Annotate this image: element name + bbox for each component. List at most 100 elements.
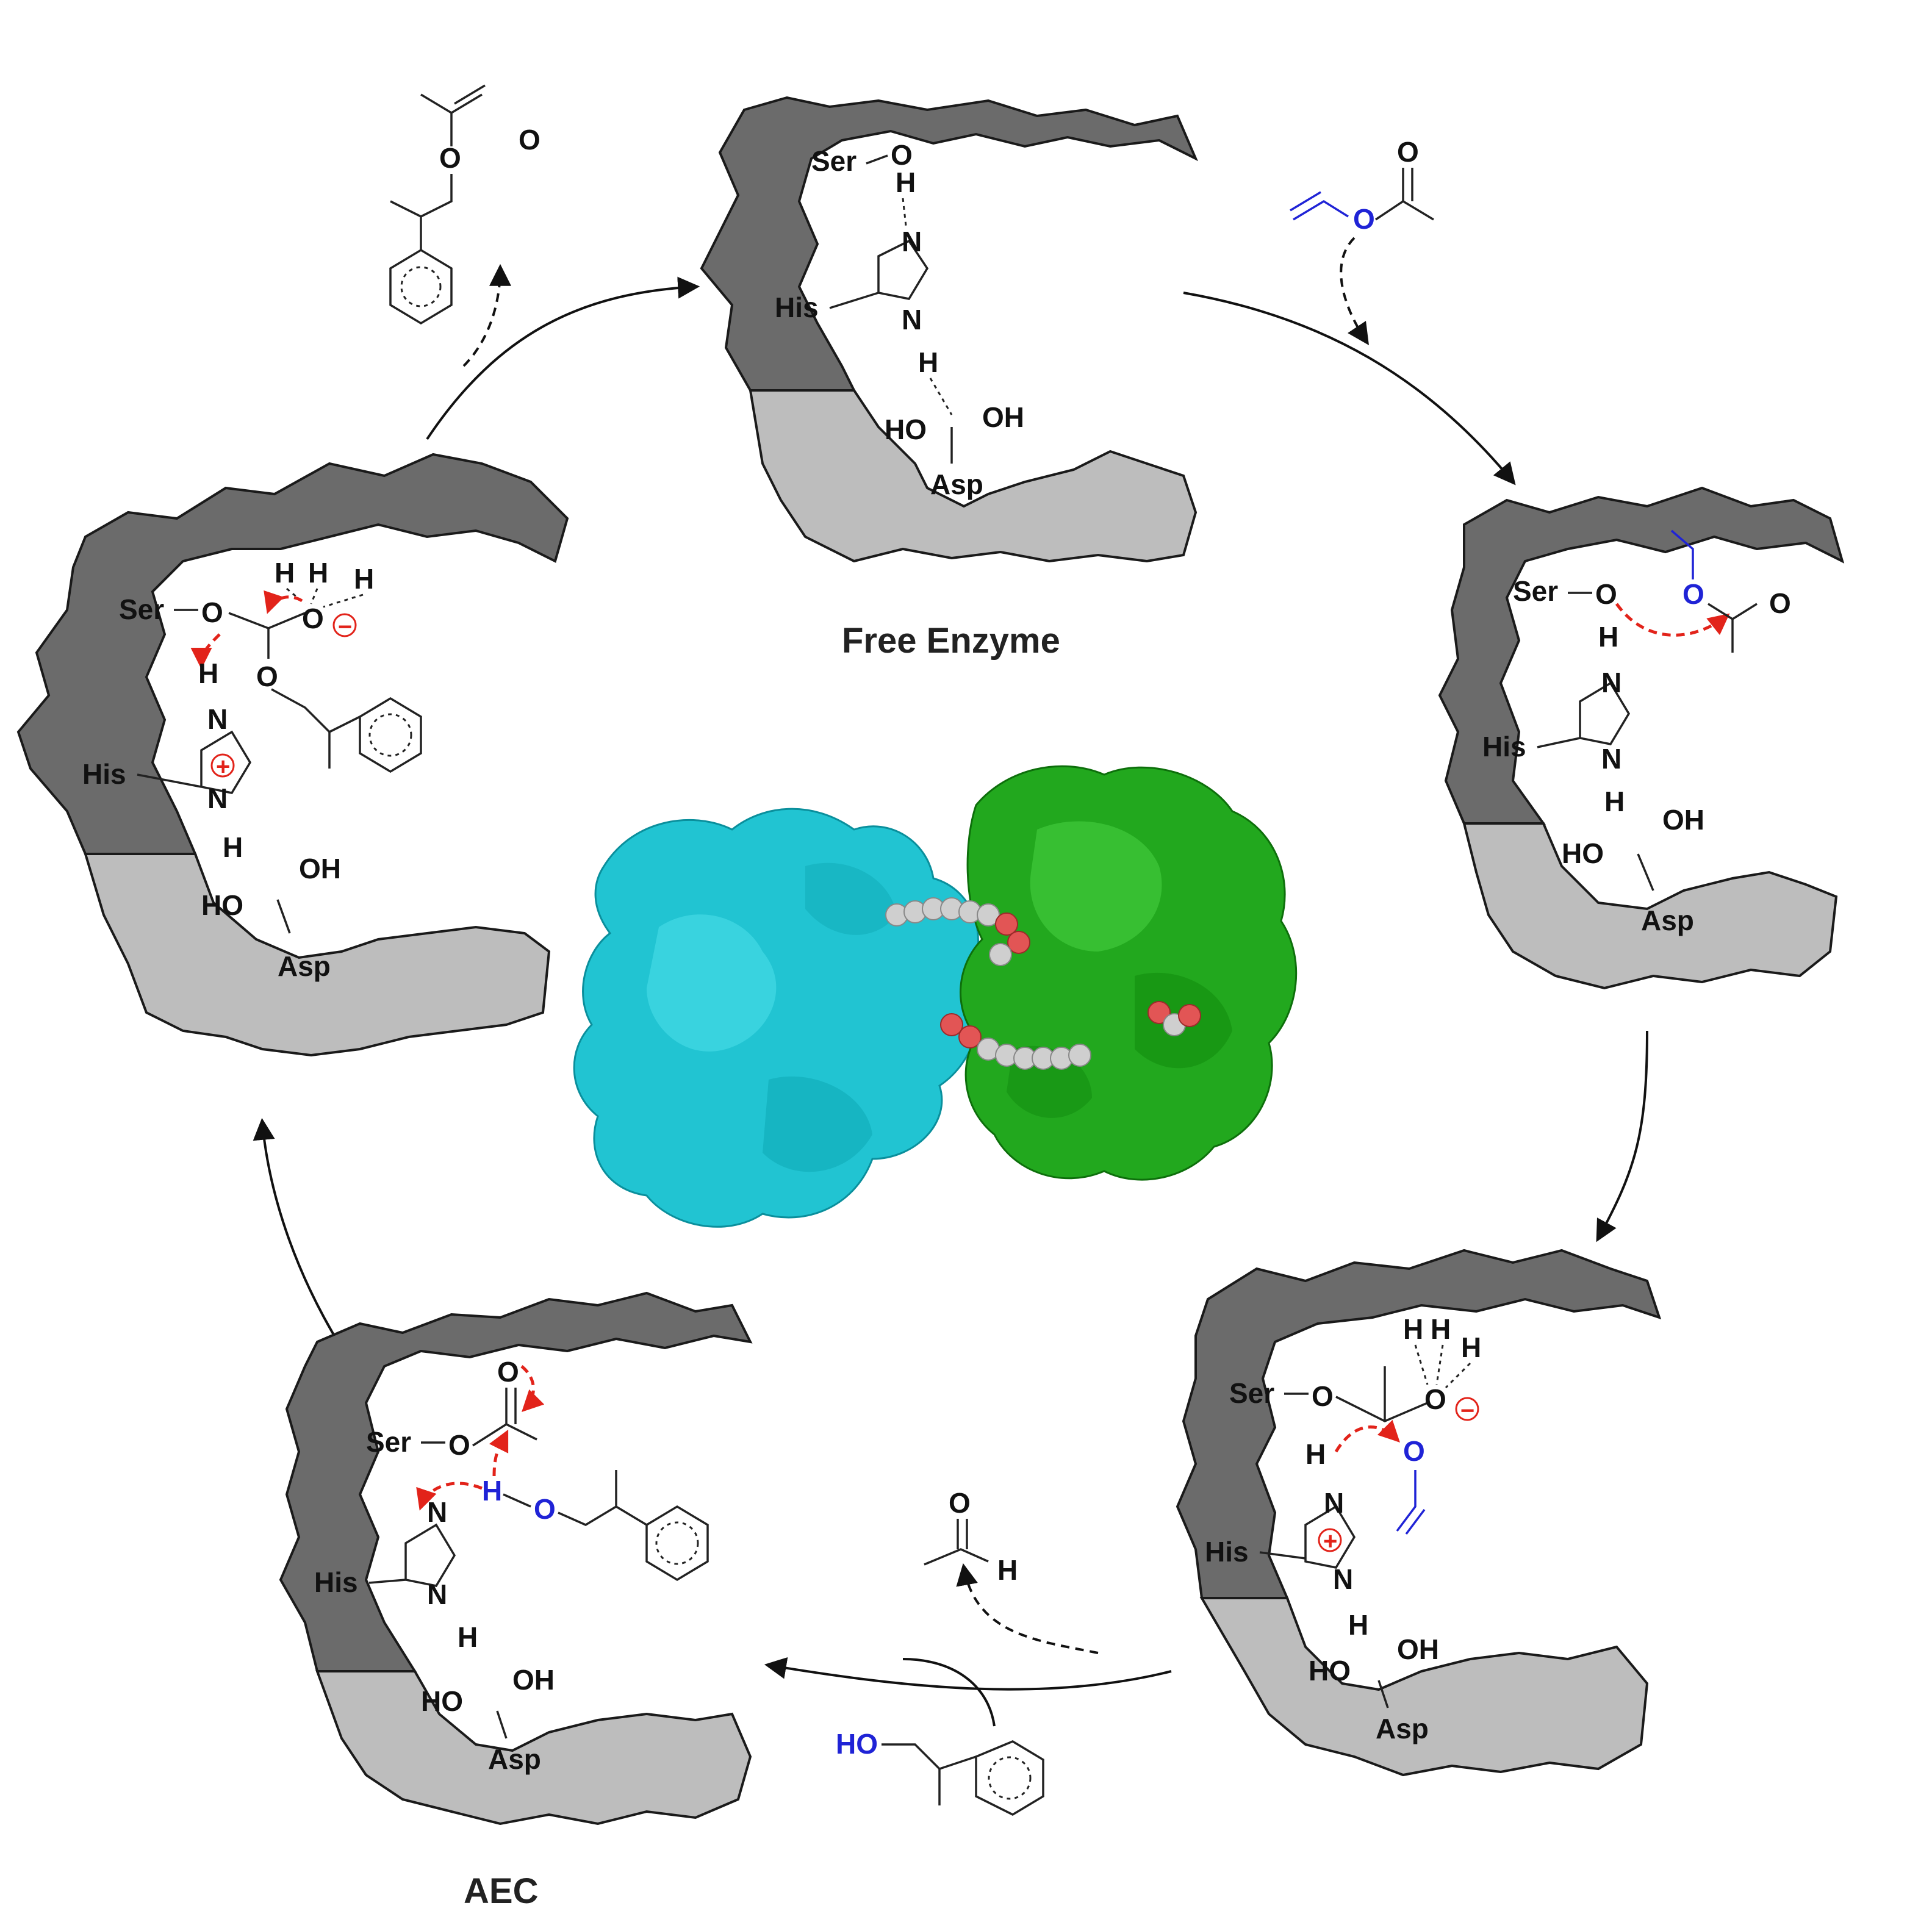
- residue-ser-label: Ser: [1229, 1377, 1274, 1409]
- caption-aec: AEC: [464, 1871, 538, 1911]
- chain-a-cyan: [573, 808, 980, 1228]
- atom-n-upper: N: [207, 703, 228, 735]
- asp-oh: OH: [1397, 1633, 1439, 1665]
- atom-n-upper: N: [427, 1496, 447, 1528]
- imidazolium-plus: +: [1323, 1528, 1337, 1555]
- pocket-lower-wall: [1462, 822, 1838, 990]
- atom-n-upper: N: [902, 226, 922, 257]
- arrow-binding-to-tetrahedral: [1596, 1030, 1648, 1242]
- residue-asp-label: Asp: [278, 950, 331, 982]
- pocket-upper-wall: [1176, 1249, 1662, 1599]
- oxyanion-h1: H: [1403, 1313, 1423, 1345]
- asp-ho: HO: [421, 1685, 463, 1717]
- atom-h: H: [1598, 621, 1618, 653]
- alcohol-phenyl-ring: [975, 1740, 1044, 1816]
- atom-h-bridge: H: [458, 1621, 478, 1653]
- arrow-aec-to-tetrahedral2: [253, 1117, 343, 1349]
- dashed-arrow-acetaldehyde-out: [956, 1563, 1099, 1654]
- product-phenyl-ring: [389, 248, 453, 325]
- residue-his-label: His: [1482, 731, 1526, 762]
- atom-n-lower: N: [1333, 1563, 1353, 1595]
- acetaldehyde-o: O: [949, 1487, 971, 1519]
- residue-asp-label: Asp: [488, 1743, 541, 1775]
- oxyanion-h1: H: [275, 557, 295, 589]
- dashed-arrow-vinyl-acetate-in: [1340, 237, 1369, 345]
- cycle-arrows: [253, 237, 1648, 1727]
- residue-his-label: His: [775, 292, 819, 323]
- tetra2-phenyl-ring: [359, 697, 422, 773]
- atom-n-upper: N: [1324, 1487, 1344, 1519]
- arrow-free-to-substrate-binding: [1183, 292, 1516, 486]
- panel-substrate-binding: Ser O H O O N N His H HO OH Asp: [1438, 486, 1845, 990]
- arrow-tetrahedral-to-aec: [764, 1657, 1172, 1691]
- imidazole-ring: [877, 239, 929, 300]
- asp-ho: HO: [201, 889, 243, 921]
- pocket-lower-wall: [749, 389, 1198, 563]
- atom-n-lower: N: [1601, 743, 1621, 775]
- pocket-upper-wall: [700, 96, 1198, 392]
- dashed-arrow-product-release: [462, 263, 511, 367]
- panel-acyl-enzyme-complex: Ser O O H O N N His H HO OH Asp AEC: [279, 1291, 753, 1911]
- product-ester-o: O: [439, 142, 461, 174]
- residue-ser-label: Ser: [119, 593, 164, 625]
- imidazole-ring: [1304, 1505, 1356, 1569]
- panel-tetrahedral-intermediate-1: Ser O H H H O − O H N N + His H HO OH As…: [1176, 1249, 1662, 1777]
- protein-dimer-structure: [573, 765, 1298, 1228]
- pocket-upper-wall: [279, 1291, 753, 1672]
- alcohol-structure: HO: [836, 1728, 1044, 1816]
- acetaldehyde-h: H: [997, 1554, 1018, 1586]
- bound-carbonyl-o: O: [1769, 587, 1791, 619]
- asp-oh: OH: [299, 853, 341, 884]
- oxyanion-minus: −: [338, 614, 352, 640]
- atom-h-bridge: H: [1348, 1609, 1368, 1641]
- residue-asp-label: Asp: [1376, 1713, 1429, 1744]
- product-carbonyl-o: O: [519, 124, 540, 156]
- oxyanion-h3: H: [354, 563, 374, 595]
- asp-oh: OH: [982, 401, 1024, 433]
- oxyanion-h2: H: [1431, 1313, 1451, 1345]
- atom-h: H: [1305, 1438, 1326, 1470]
- atom-n-lower: N: [427, 1579, 447, 1610]
- oxyanion-minus: −: [1460, 1397, 1474, 1424]
- vinyl-ester-o: O: [1353, 203, 1375, 235]
- imidazole-ring: [200, 730, 252, 794]
- imidazolium-plus: +: [216, 753, 230, 780]
- ser-o: O: [1312, 1380, 1334, 1412]
- residue-ser-label: Ser: [366, 1426, 411, 1458]
- atom-n-lower: N: [207, 783, 228, 814]
- alkoxy-o: O: [256, 661, 278, 692]
- panel-tetrahedral-intermediate-2: Ser O O H H H O − H N N + His H HO OH As…: [16, 453, 569, 1057]
- atom-h: H: [896, 167, 916, 198]
- pocket-lower-wall: [1199, 1597, 1649, 1777]
- atom-h: H: [198, 658, 218, 689]
- arrow-aec-to-free: [426, 276, 700, 440]
- bound-ligands: [885, 897, 1201, 1070]
- vinyl-o-bound: O: [1682, 578, 1704, 610]
- pocket-upper-wall: [16, 453, 569, 855]
- vinyl-carbonyl-o: O: [1397, 136, 1419, 168]
- aec-phenyl-ring: [645, 1505, 709, 1582]
- oxyanion-h3: H: [1461, 1332, 1481, 1363]
- alcohol-approach-curve: [902, 1658, 996, 1727]
- caption-free-enzyme: Free Enzyme: [842, 621, 1060, 661]
- asp-ho: HO: [1562, 837, 1604, 869]
- atom-n-lower: N: [902, 304, 922, 335]
- alcohol-ho: HO: [836, 1728, 878, 1760]
- ser-o: O: [448, 1429, 470, 1461]
- pocket-lower-wall: [84, 853, 551, 1057]
- asp-ho: HO: [885, 414, 927, 445]
- product-ester-structure: O O: [389, 84, 540, 325]
- asp-oh: OH: [512, 1664, 555, 1696]
- imidazole-ring: [404, 1523, 456, 1587]
- residue-asp-label: Asp: [930, 468, 983, 500]
- ser-o: O: [201, 597, 223, 628]
- atom-h-bridge: H: [223, 831, 243, 863]
- ser-o: O: [1595, 578, 1617, 610]
- chain-b-green: [960, 765, 1298, 1181]
- pocket-lower-wall: [315, 1670, 752, 1826]
- residue-asp-label: Asp: [1641, 905, 1694, 936]
- acyl-carbonyl-o: O: [497, 1356, 519, 1388]
- atom-h-bridge: H: [1604, 786, 1625, 817]
- atom-n-upper: N: [1601, 667, 1621, 698]
